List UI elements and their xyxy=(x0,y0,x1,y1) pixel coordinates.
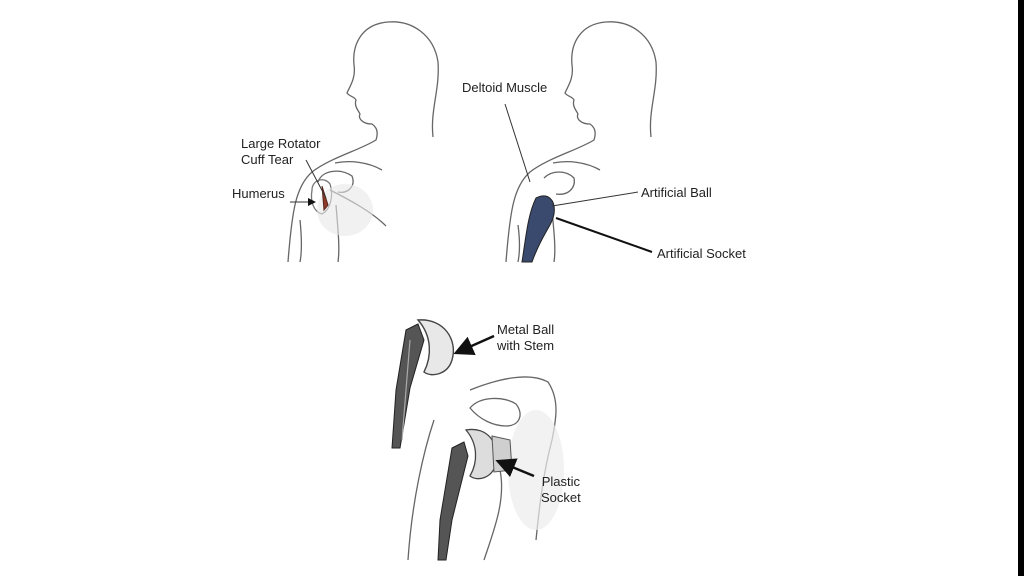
label-humerus: Humerus xyxy=(232,186,285,201)
implanted-stem xyxy=(437,441,469,561)
head-outline-left xyxy=(287,21,439,263)
scapula-right xyxy=(543,171,575,195)
shading-bottom xyxy=(508,410,564,530)
label-rotator-line1: Large Rotator xyxy=(241,136,321,151)
label-artificial-socket: Artificial Socket xyxy=(657,246,746,261)
label-metal-line1: Metal Ball xyxy=(497,322,555,337)
socket-leader-line xyxy=(555,217,653,253)
metal-ball-cap xyxy=(416,319,454,376)
ball-leader-line xyxy=(551,191,639,207)
shading-left xyxy=(317,184,373,236)
label-rotator-line2: Cuff Tear xyxy=(241,152,294,167)
plastic-socket-arrow xyxy=(495,458,535,478)
metal-ball-arrow xyxy=(453,334,495,356)
label-plastic-line1: Plastic xyxy=(541,474,581,489)
label-metal-line2: with Stem xyxy=(497,338,555,353)
label-deltoid-muscle: Deltoid Muscle xyxy=(462,80,548,95)
metal-stem xyxy=(391,323,425,449)
right-edge-bar xyxy=(1018,0,1024,576)
label-rotator-cuff-tear: Large Rotator Cuff Tear xyxy=(241,136,321,168)
head-outline-right xyxy=(505,21,657,263)
figure-implant-components xyxy=(391,319,564,561)
label-metal-ball-with-stem: Metal Ball with Stem xyxy=(497,322,554,354)
deltoid-leader-line xyxy=(504,103,531,183)
rotator-leader-line xyxy=(305,159,327,199)
label-artificial-ball: Artificial Ball xyxy=(641,185,712,200)
metal-stem-highlight xyxy=(401,339,411,441)
scapula-bottom xyxy=(469,397,521,427)
label-plastic-line2: Socket xyxy=(541,490,581,505)
implanted-ball xyxy=(464,428,498,480)
label-plastic-socket: Plastic Socket xyxy=(541,474,581,506)
implant-stem-right xyxy=(521,195,555,263)
